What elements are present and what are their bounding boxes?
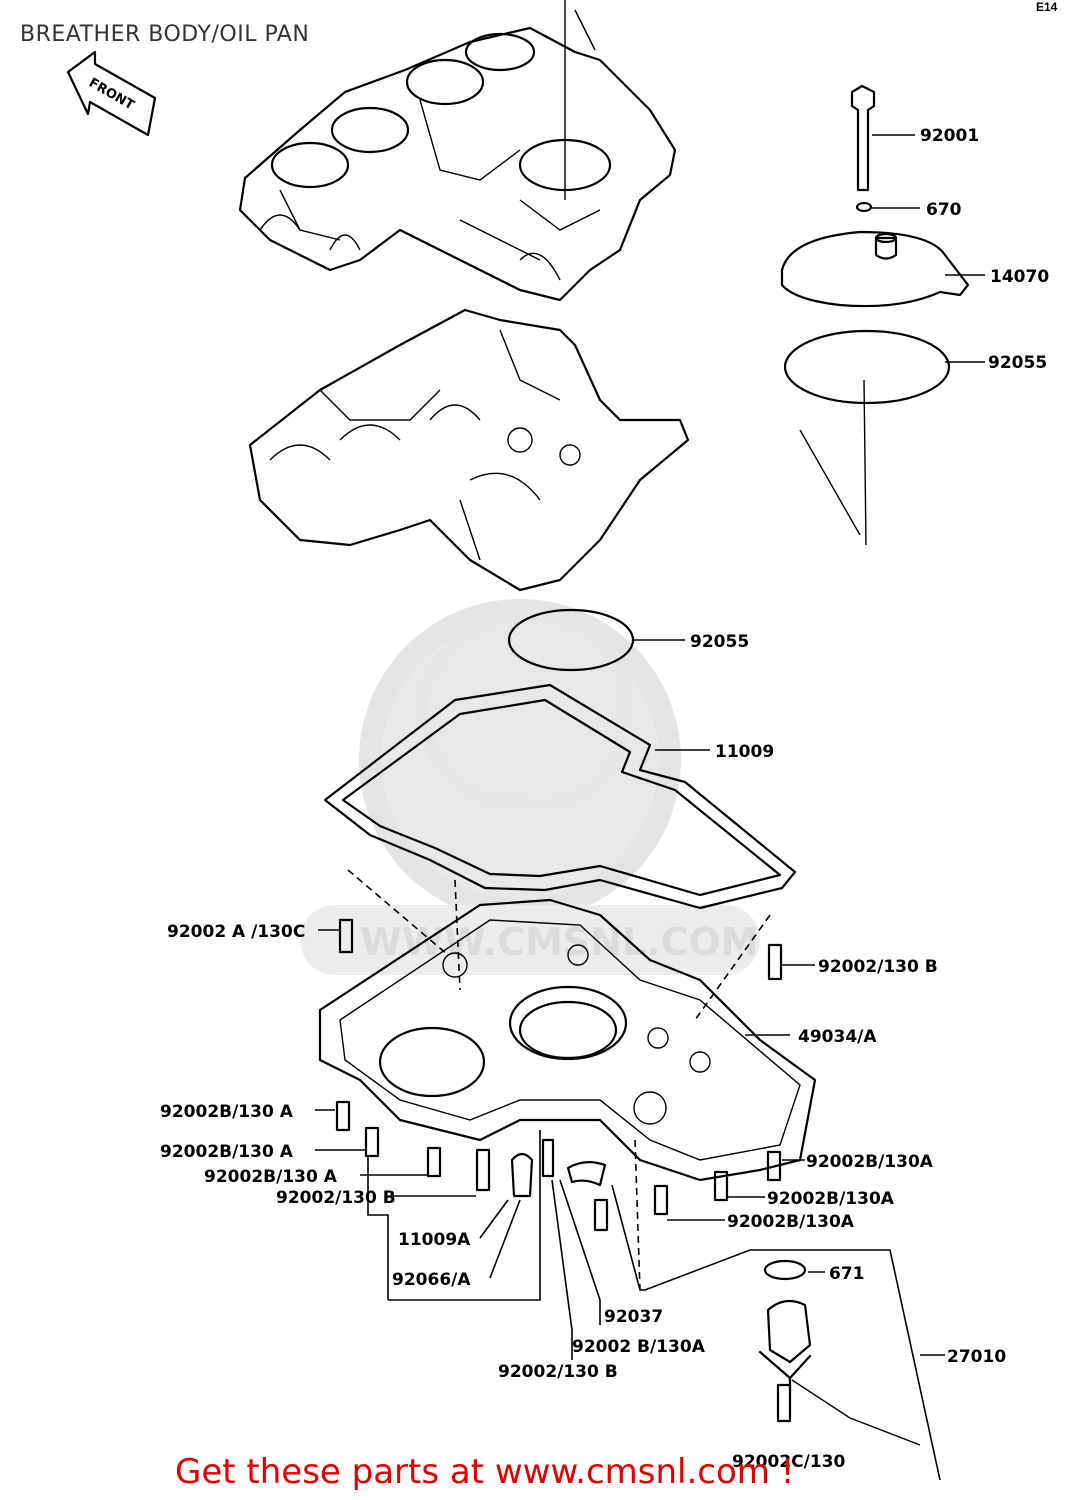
washer-92037 [566,1161,607,1187]
part-label-14070: 14070 [990,267,1049,287]
part-label-27010: 27010 [947,1347,1006,1367]
drain-plug-92066A [510,1152,534,1198]
part-label-92002B-130A-r2: 92002B/130A [767,1189,895,1209]
part-label-671: 671 [829,1264,865,1284]
lower-crankcase-illustration [248,308,690,592]
breather-assembly [780,84,970,546]
page-id: E14 [1036,0,1058,14]
page-title: BREATHER BODY/OIL PAN [20,22,310,47]
part-label-92002B-130A-r1: 92002B/130A [806,1152,934,1172]
part-label-670: 670 [926,200,962,220]
part-label-92002-130B-left: 92002/130 B [276,1188,396,1208]
small-hardware [335,918,783,1232]
oil-pan-gasket-11009 [323,683,797,910]
washer-670 [855,201,873,213]
part-number-labels: 92001 670 14070 92055 92055 11009 92002 … [160,126,1049,1472]
washer-671 [763,1259,807,1281]
part-label-92066A: 92066/A [392,1270,471,1290]
front-direction-arrow: FRONT [66,50,157,137]
part-label-11009A: 11009A [398,1230,471,1250]
part-label-92055-mid: 92055 [690,632,749,652]
o-ring-92055-top [783,329,951,405]
part-label-92002A-130C: 92002 A /130C [167,922,305,942]
part-label-11009: 11009 [715,742,774,762]
part-label-92002B-130A-2: 92002B/130 A [160,1142,294,1162]
part-label-92002-130B-bot: 92002/130 B [498,1362,618,1382]
part-label-92002C-130: 92002C/130 [732,1452,845,1472]
oil-pressure-switch-27010 [758,1259,921,1446]
upper-crankcase-illustration [238,0,677,302]
watermark-text: WWW.CMSNL.COM [360,920,759,964]
part-label-92002B-130A-bot: 92002 B/130A [572,1337,706,1357]
part-label-92002B-130A-r3: 92002B/130A [727,1212,855,1232]
part-label-49034A: 49034/A [798,1027,877,1047]
watermark-logo: WWW.CMSNL.COM [300,599,760,975]
leader-lines [315,134,985,1481]
part-label-92002B-130A-1: 92002B/130 A [160,1102,294,1122]
breather-cover-14070 [780,230,970,308]
part-label-92001: 92001 [920,126,979,146]
part-label-92002B-130A-3: 92002B/130 A [204,1167,338,1187]
bolt-92001 [850,84,876,192]
front-label: FRONT [86,75,137,113]
part-label-92037: 92037 [604,1307,663,1327]
oil-pan-49034A [318,898,817,1182]
part-label-92055-top: 92055 [988,353,1047,373]
promo-link-text[interactable]: Get these parts at www.cmsnl.com ! [175,1452,795,1492]
part-label-92002-130B-right: 92002/130 B [818,957,938,977]
